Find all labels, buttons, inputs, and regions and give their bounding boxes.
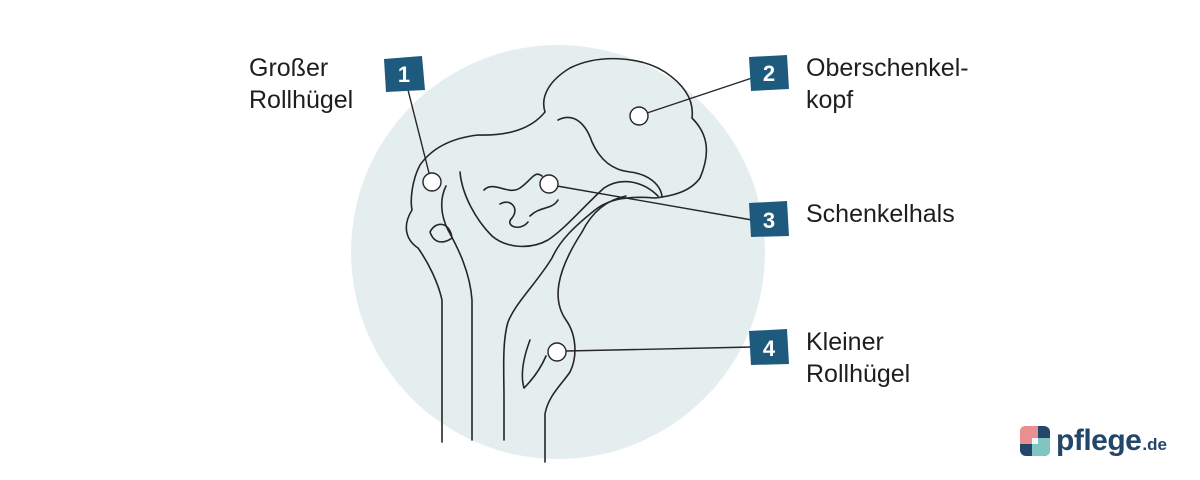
marker-2 <box>629 106 649 126</box>
label-oberschenkelkopf: Oberschenkel- kopf <box>806 52 969 116</box>
logo-mark-icon <box>1020 426 1050 456</box>
leader-lines <box>406 77 753 352</box>
logo-wordmark: pflege <box>1056 424 1142 457</box>
badge-4-number: 4 <box>763 336 776 361</box>
label-4-line2: Rollhügel <box>806 360 911 388</box>
label-1-line1: Großer <box>249 54 329 82</box>
neck-inner-line <box>459 171 659 248</box>
badge-1-number: 1 <box>398 62 410 87</box>
backdrop-circle <box>351 45 765 459</box>
marker-1 <box>422 172 442 192</box>
badge-1: 1 <box>384 56 425 92</box>
badge-2-number: 2 <box>763 61 775 86</box>
logo-tld: .de <box>1142 435 1167 454</box>
medullary-line-left <box>440 185 473 441</box>
badge-3-number: 3 <box>763 208 775 233</box>
leader-line-3 <box>556 185 753 221</box>
label-schenkelhals: Schenkelhals <box>806 198 955 230</box>
badge-4: 4 <box>749 329 789 365</box>
head-inner-line <box>557 116 663 197</box>
marker-4 <box>547 342 567 362</box>
marker-3 <box>539 174 559 194</box>
label-grosser-rollhuegel: Großer Rollhügel <box>249 52 353 116</box>
lesser-trochanter-line <box>521 339 547 389</box>
badge-2: 2 <box>749 55 789 91</box>
label-3-line1: Schenkelhals <box>806 200 955 228</box>
leader-line-2 <box>646 77 753 114</box>
leader-line-1 <box>406 85 430 174</box>
markers <box>422 106 649 362</box>
shaft-medial-line <box>544 195 627 463</box>
label-4-line1: Kleiner <box>806 328 884 356</box>
femur-outline <box>405 57 708 463</box>
trochanter-notch <box>429 223 453 243</box>
label-kleiner-rollhuegel: Kleiner Rollhügel <box>806 326 910 390</box>
label-2-line1: Oberschenkel- <box>806 54 969 82</box>
badge-3: 3 <box>749 201 789 237</box>
trabecular-line <box>483 173 559 229</box>
leader-line-4 <box>565 346 753 352</box>
label-2-line2: kopf <box>806 86 854 114</box>
label-1-line2: Rollhügel <box>249 86 354 114</box>
femur-head-outline <box>405 57 708 443</box>
pflege-logo[interactable]: pflege .de <box>1020 421 1167 461</box>
